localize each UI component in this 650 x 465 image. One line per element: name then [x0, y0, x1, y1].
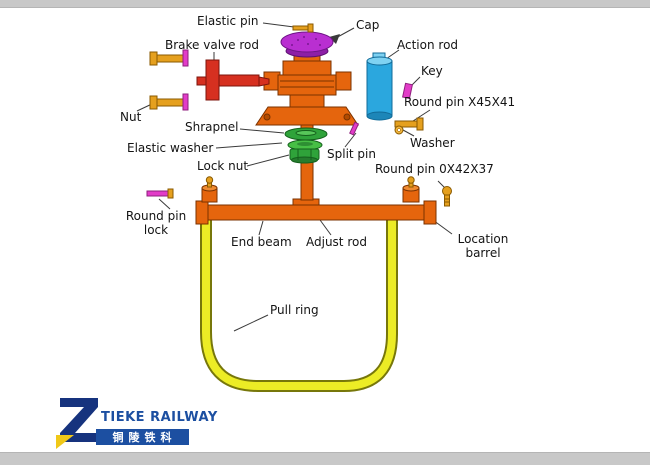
- label-cap: Cap: [356, 18, 380, 32]
- bottom-border: [0, 452, 650, 465]
- label-location-barrel: Location barrel: [457, 232, 509, 260]
- location-barrel-left-part: [201, 176, 218, 203]
- label-action-rod: Action rod: [397, 38, 459, 52]
- tieke-logo-icon: [56, 398, 98, 449]
- action-rod-part: [366, 52, 393, 121]
- location-barrel-part: [402, 176, 420, 203]
- leader-split-pin: [344, 132, 357, 148]
- top-border: [0, 0, 650, 8]
- leader-washer: [402, 129, 415, 137]
- leader-lock-nut: [246, 154, 290, 167]
- brake-valve-rod-part: [196, 59, 270, 101]
- label-shrapnel: Shrapnel: [185, 120, 239, 134]
- valve-body-part: [255, 52, 359, 126]
- leader-lines: [136, 22, 453, 332]
- label-key: Key: [421, 64, 443, 78]
- leader-round-pin-lock: [158, 198, 171, 210]
- leader-action-rod: [385, 49, 400, 60]
- washer-part: [394, 125, 404, 135]
- label-elastic-pin: Elastic pin: [197, 14, 259, 28]
- label-round-pin-lock: Round pin lock: [125, 209, 187, 237]
- upper-left-pin-part: [149, 49, 189, 67]
- lock-nut-part: [289, 148, 320, 164]
- leader-round-pin-x45x41: [412, 109, 431, 122]
- leader-elastic-pin: [262, 22, 295, 28]
- leader-elastic-washer: [215, 142, 283, 149]
- round-pin-lock-part: [146, 188, 174, 199]
- round-pin-0x42x37-part: [442, 186, 452, 207]
- label-nut: Nut: [120, 110, 142, 124]
- label-pull-ring: Pull ring: [270, 303, 319, 317]
- key-part: [402, 82, 413, 100]
- leader-end-beam: [258, 220, 264, 236]
- label-end-beam: End beam: [231, 235, 292, 249]
- end-beam-part: [195, 198, 437, 225]
- label-split-pin: Split pin: [327, 147, 376, 161]
- label-round-pin-0x42x37: Round pin 0X42X37: [375, 162, 494, 176]
- round-pin-x45x41-part: [394, 117, 424, 131]
- shrapnel-part: [284, 127, 328, 141]
- label-elastic-washer: Elastic washer: [127, 141, 214, 155]
- label-round-pin-x45x41: Round pin X45X41: [404, 95, 516, 109]
- leader-shrapnel: [239, 128, 285, 134]
- label-adjust-rod: Adjust rod: [306, 235, 367, 249]
- pull-ring-part: [200, 218, 398, 392]
- cap-arrowhead: [329, 34, 340, 44]
- leader-pull-ring: [233, 314, 269, 332]
- label-brake-valve-rod: Brake valve rod: [165, 38, 259, 52]
- logo-chinese-bar: 铜陵铁科: [96, 429, 189, 445]
- nut-part: [149, 93, 189, 111]
- split-pin-part: [349, 121, 360, 136]
- label-lock-nut: Lock nut: [197, 159, 249, 173]
- elastic-pin-part: [292, 23, 314, 33]
- logo-company-name: TIEKE RAILWAY: [101, 410, 218, 425]
- label-washer: Washer: [410, 136, 455, 150]
- cap-part: [280, 31, 334, 58]
